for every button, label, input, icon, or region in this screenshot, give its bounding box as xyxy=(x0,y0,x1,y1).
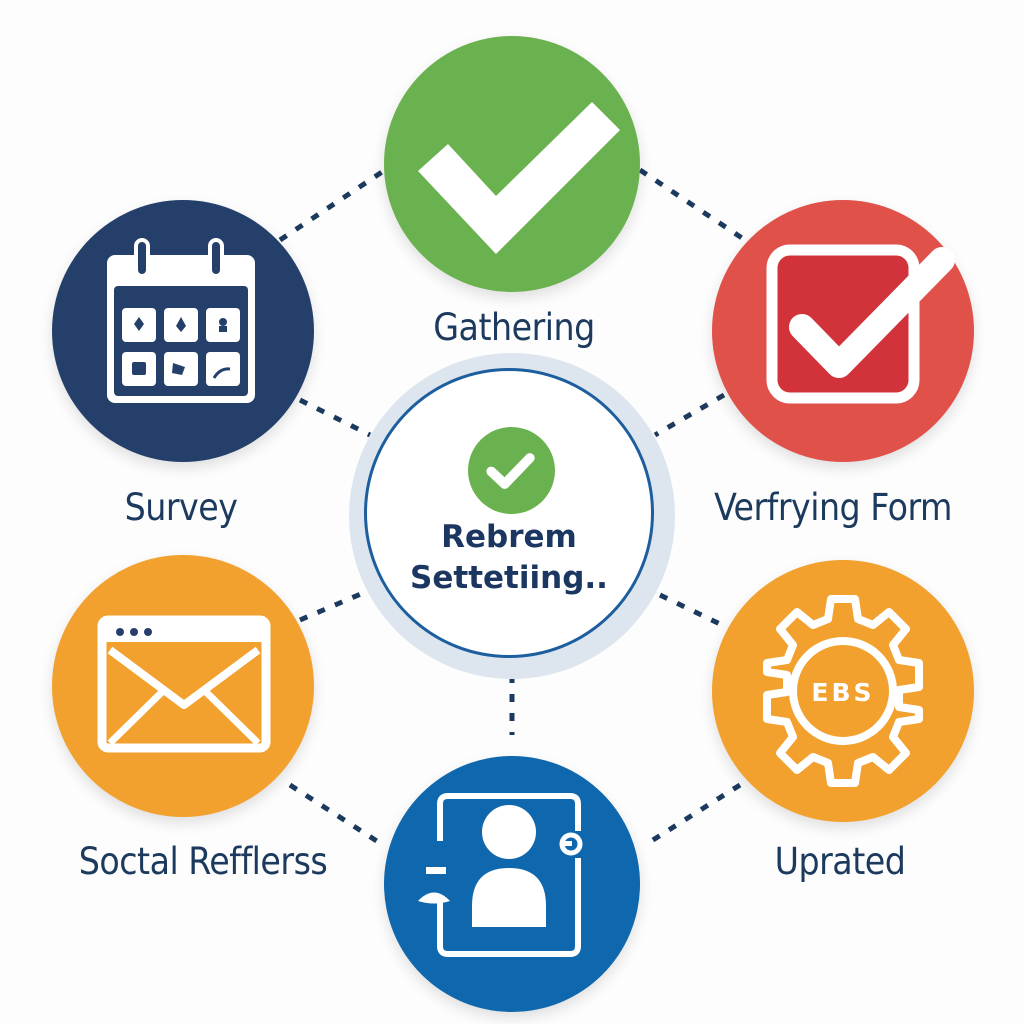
node-survey[interactable] xyxy=(52,200,314,462)
node-gathering[interactable] xyxy=(384,36,640,292)
center-title-line2: Settetiing.. xyxy=(410,560,608,596)
email-window-icon xyxy=(97,615,271,753)
checkbox-checked-icon xyxy=(766,244,955,404)
label-social: Soctal Refflerss xyxy=(78,840,328,883)
node-social[interactable] xyxy=(52,555,314,817)
node-profile[interactable] xyxy=(384,756,640,1012)
calendar-icon xyxy=(107,238,255,403)
label-gathering: Gathering xyxy=(433,306,595,349)
user-profile-icon xyxy=(418,793,583,957)
connector-verifying-center xyxy=(653,392,726,438)
connector-gathering-verifying xyxy=(638,167,747,243)
gear-icon: EBS xyxy=(763,595,923,787)
node-verifying-form[interactable] xyxy=(712,200,974,462)
center-hub[interactable]: Rebrem Settetiing.. xyxy=(364,368,654,658)
check-circle-icon xyxy=(468,427,555,514)
label-uprated: Uprated xyxy=(774,840,906,883)
node-uprated[interactable]: EBS xyxy=(712,560,974,822)
label-verifying-form: Verfrying Form xyxy=(714,486,952,529)
connector-uprated-center xyxy=(658,592,724,628)
label-survey: Survey xyxy=(124,486,238,529)
connector-social-center xyxy=(299,587,371,623)
center-title-line1: Rebrem xyxy=(441,519,577,555)
connector-survey-gathering xyxy=(278,167,387,243)
checkmark-icon xyxy=(418,102,620,254)
gear-text: EBS xyxy=(811,678,874,707)
connector-survey-center xyxy=(298,397,372,438)
